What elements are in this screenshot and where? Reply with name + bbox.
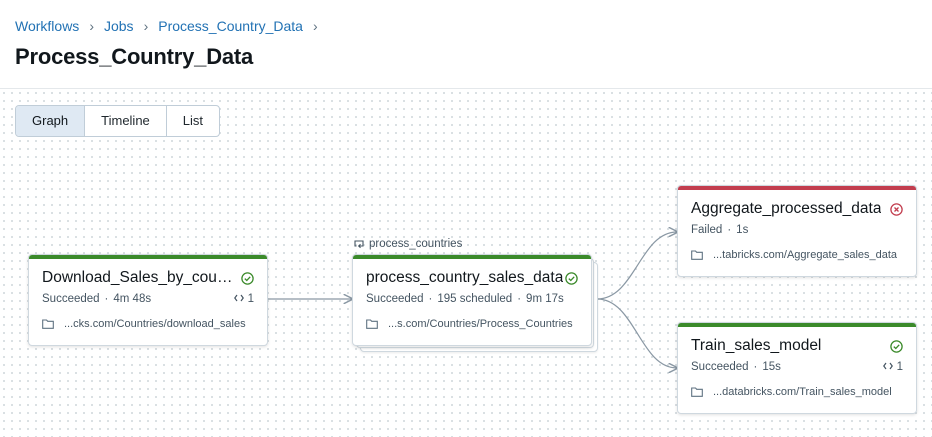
- folder-icon: [42, 319, 54, 329]
- status-bar: [678, 186, 916, 190]
- task-path: ...s.com/Countries/Process_Countries: [388, 318, 573, 330]
- view-toggle: Graph Timeline List: [15, 105, 221, 137]
- tab-timeline[interactable]: Timeline: [85, 106, 167, 136]
- task-title: Train_sales_model: [691, 337, 822, 354]
- breadcrumb-workflows[interactable]: Workflows: [15, 18, 80, 34]
- foreach-label: process_countries: [353, 238, 462, 250]
- check-circle-icon: [241, 271, 254, 285]
- task-scheduled: 195 scheduled: [437, 293, 513, 305]
- task-duration: 15s: [762, 361, 781, 373]
- task-node-download[interactable]: Download_Sales_by_count... Succeeded·4m …: [28, 254, 268, 346]
- x-circle-icon: [890, 202, 903, 216]
- breadcrumb-separator: ›: [312, 18, 318, 34]
- task-duration: 1s: [736, 224, 749, 236]
- breadcrumb-job[interactable]: Process_Country_Data: [158, 18, 303, 34]
- foreach-name: process_countries: [369, 238, 463, 250]
- task-path: ...tabricks.com/Aggregate_sales_data: [713, 249, 898, 261]
- run-count: 1: [233, 293, 254, 305]
- task-status: Failed: [691, 224, 723, 236]
- loop-icon: [353, 239, 365, 250]
- task-title: Download_Sales_by_count...: [42, 269, 241, 286]
- status-bar: [353, 255, 591, 259]
- folder-icon: [691, 250, 703, 260]
- task-node-process[interactable]: process_country_sales_data Succeeded·195…: [352, 254, 592, 346]
- task-path: ...cks.com/Countries/download_sales: [64, 318, 246, 330]
- folder-icon: [691, 387, 703, 397]
- task-status: Succeeded: [42, 293, 100, 305]
- breadcrumb-separator: ›: [89, 18, 94, 34]
- task-duration: 4m 48s: [113, 293, 152, 305]
- status-bar: [678, 323, 916, 327]
- task-status: Succeeded: [366, 293, 424, 305]
- task-path: ...databricks.com/Train_sales_model: [713, 386, 892, 398]
- breadcrumb-separator: ›: [143, 18, 149, 34]
- breadcrumb-jobs[interactable]: Jobs: [103, 18, 134, 34]
- check-circle-icon: [890, 339, 903, 353]
- check-circle-icon: [565, 271, 578, 285]
- tab-list[interactable]: List: [182, 113, 204, 128]
- task-duration: 9m 17s: [526, 293, 564, 305]
- run-count: 1: [882, 361, 903, 373]
- task-node-train[interactable]: Train_sales_model Succeeded·15s 1 ...dat…: [677, 322, 917, 414]
- task-title: Aggregate_processed_data: [691, 200, 882, 217]
- task-title: process_country_sales_data: [366, 269, 564, 286]
- task-status: Succeeded: [691, 361, 749, 373]
- page-title: Process_Country_Data: [15, 44, 254, 69]
- task-node-aggregate[interactable]: Aggregate_processed_data Failed·1s ...ta…: [677, 185, 917, 277]
- status-bar: [29, 255, 267, 259]
- breadcrumb: Workflows › Jobs › Process_Country_Data …: [15, 18, 328, 34]
- folder-icon: [366, 319, 378, 329]
- code-icon: [233, 293, 244, 305]
- code-icon: [882, 361, 893, 373]
- tab-graph[interactable]: Graph: [16, 106, 86, 136]
